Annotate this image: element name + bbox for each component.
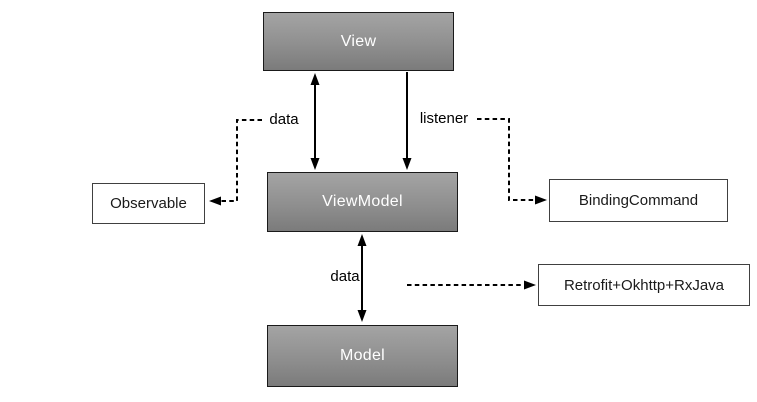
node-retrofit: Retrofit+Okhttp+RxJava [538, 264, 750, 306]
arrowhead-down-viewmodel-left [310, 158, 320, 170]
node-viewmodel: ViewModel [267, 172, 458, 232]
arrowhead-right-bindingcommand [535, 195, 547, 205]
edge-label-data-viewmodel-model: data [330, 268, 360, 285]
arrowhead-left-observable [209, 196, 221, 206]
node-model-label: Model [339, 347, 386, 364]
arrowhead-down-viewmodel-right [402, 158, 412, 170]
edge-listener-bindingcommand-dashed [477, 118, 536, 201]
node-binding-command-label: BindingCommand [578, 192, 699, 209]
node-observable-label: Observable [110, 195, 187, 212]
node-model: Model [267, 325, 458, 387]
arrowhead-down-model [357, 310, 367, 322]
arrowhead-up-viewmodel-bottom [357, 234, 367, 246]
edge-data-observable-dashed [220, 119, 262, 202]
node-binding-command: BindingCommand [549, 179, 728, 222]
node-retrofit-label: Retrofit+Okhttp+RxJava [563, 276, 725, 294]
edge-label-data-view-viewmodel: data [269, 111, 299, 128]
edge-label-listener: listener [419, 110, 469, 127]
node-view-label: View [340, 32, 377, 50]
node-observable: Observable [92, 183, 205, 224]
node-view: View [263, 12, 454, 71]
arrowhead-up-view [310, 73, 320, 85]
arrowhead-right-retrofit [524, 280, 536, 290]
node-viewmodel-label: ViewModel [322, 193, 403, 210]
